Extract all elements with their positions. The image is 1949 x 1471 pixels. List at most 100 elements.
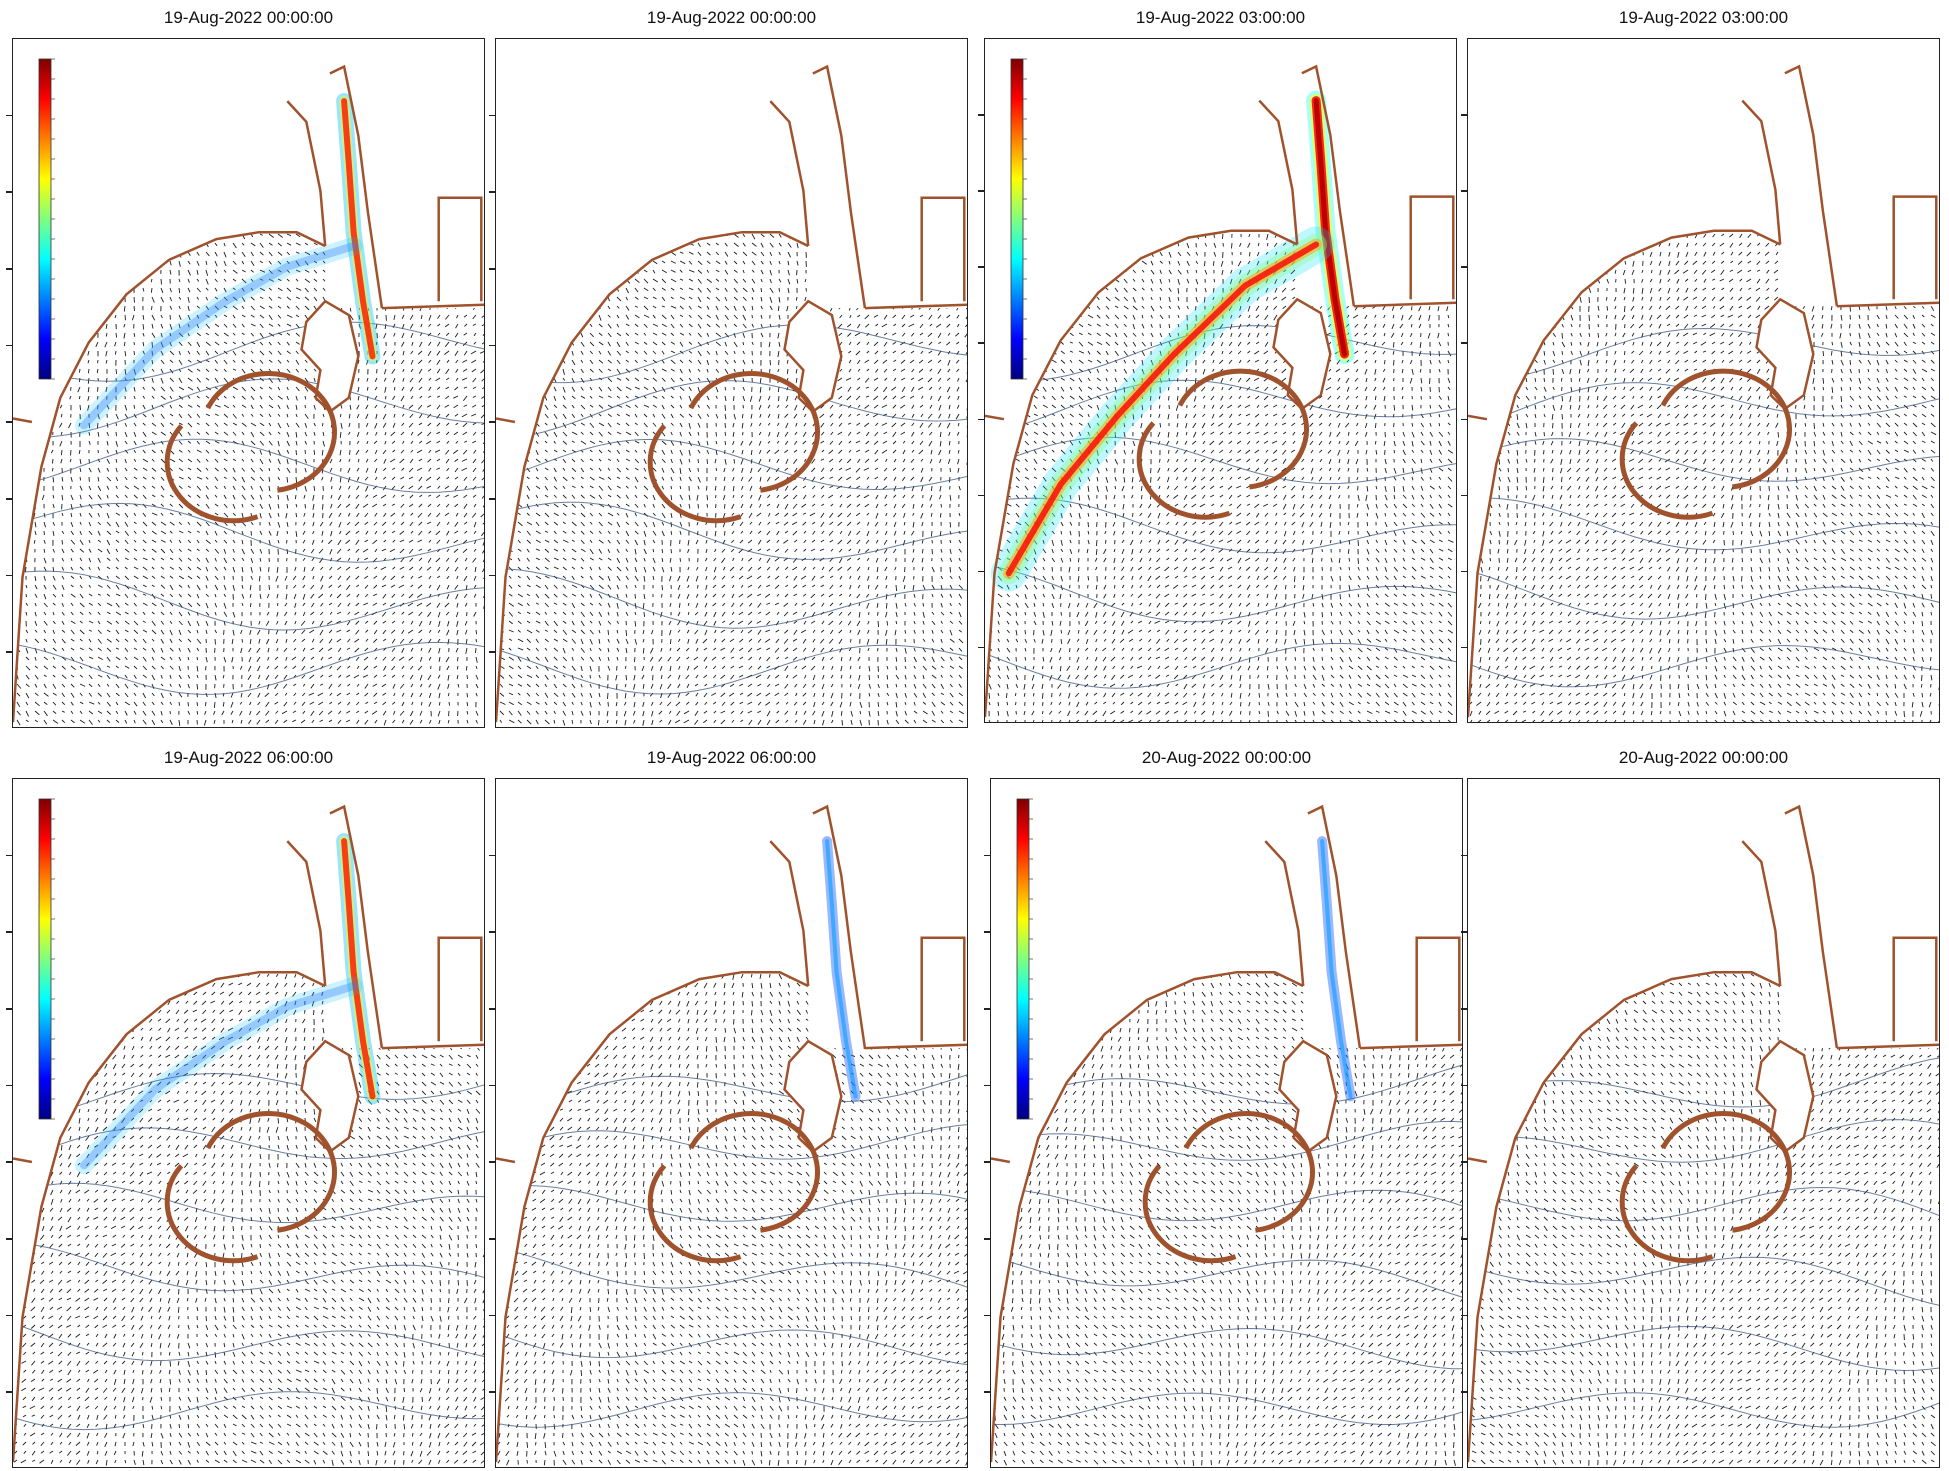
tick-mark [489, 574, 495, 577]
current-field-map [985, 58, 1456, 722]
basin-outline [437, 196, 483, 302]
tick-mark [6, 268, 12, 270]
tick-mark [978, 342, 984, 344]
tick-mark [1461, 418, 1467, 421]
coastline [496, 230, 809, 723]
panel-title: 20-Aug-2022 00:00:00 [990, 748, 1463, 768]
coastline [496, 970, 809, 1463]
tick-mark [1461, 114, 1467, 116]
jetty-east [1784, 804, 1839, 1049]
tick-mark [489, 1314, 495, 1317]
map-frame [990, 778, 1463, 1468]
coastline [13, 230, 326, 723]
coast-spur [496, 1157, 516, 1164]
jetty-west [769, 840, 810, 987]
basin-outline [1415, 936, 1461, 1042]
map-frame [1467, 38, 1940, 723]
ring-breakwater-east [1660, 368, 1792, 490]
tick-mark [6, 1314, 12, 1317]
tick-mark [1461, 1084, 1467, 1087]
basin-outline [1892, 936, 1938, 1042]
panel-title: 19-Aug-2022 06:00:00 [12, 748, 485, 768]
basin-outline [437, 936, 483, 1042]
coast-spur [496, 417, 516, 424]
axis-ticks [1461, 38, 1467, 723]
tick-mark [6, 498, 12, 500]
ring-breakwater-east [688, 1111, 820, 1233]
tick-mark [489, 1084, 495, 1087]
current-field-map [496, 804, 967, 1466]
tick-mark [1461, 1238, 1467, 1240]
tick-mark [6, 114, 12, 117]
ring-breakwater-west [1136, 421, 1231, 520]
map-frame [495, 778, 968, 1468]
jetty-west [1741, 840, 1782, 987]
jet-colorbar-icon [38, 798, 55, 1120]
ring-breakwater-west [647, 424, 742, 524]
tick-mark [984, 1314, 990, 1317]
contour-lines [13, 321, 484, 695]
contour-lines [496, 324, 967, 695]
tick-mark [6, 931, 12, 933]
velocity-plume [75, 93, 381, 435]
current-field-map [1468, 804, 1939, 1466]
tick-mark [1461, 570, 1467, 573]
tick-mark [984, 1161, 990, 1163]
axis-ticks [6, 778, 12, 1468]
basin-outline [920, 936, 966, 1042]
tick-mark [6, 854, 12, 857]
jet-colorbar-icon [1010, 58, 1027, 380]
tick-mark [978, 570, 984, 573]
axis-ticks [489, 778, 495, 1468]
axis-ticks [984, 778, 990, 1468]
velocity-plume [822, 836, 861, 1102]
ring-breakwater-west [1619, 421, 1714, 520]
tick-mark [984, 931, 990, 933]
coastline [991, 970, 1304, 1463]
coastline [985, 229, 1298, 718]
coastline-east [1353, 301, 1456, 308]
current-field-map [13, 58, 484, 726]
jetty-east [812, 804, 867, 1049]
jetty-west [1264, 840, 1305, 987]
map-frame [984, 38, 1457, 723]
coastline-east [864, 1043, 967, 1050]
axis-ticks [489, 38, 495, 728]
tick-mark [978, 266, 984, 268]
map-frame [495, 38, 968, 728]
jet-colorbar-icon [1016, 798, 1033, 1120]
vector-field [496, 233, 967, 726]
tick-mark [1461, 1008, 1467, 1010]
velocity-plume [75, 833, 381, 1175]
coastline [13, 970, 326, 1463]
vector-field [988, 233, 1456, 722]
map-panel-5: 19-Aug-2022 06:00:00 [6, 748, 485, 1468]
tick-mark [489, 1161, 495, 1163]
coastline-east [1359, 1043, 1462, 1050]
tick-mark [978, 418, 984, 421]
ring-breakwater-east [688, 371, 820, 493]
tick-mark [984, 1391, 990, 1393]
ring-breakwater-west [647, 1164, 742, 1264]
map-panel-8: 20-Aug-2022 00:00:00 [1461, 748, 1940, 1468]
tick-mark [1461, 494, 1467, 497]
coastline-east [1836, 301, 1939, 308]
ring-breakwater-west [1619, 1164, 1714, 1264]
basin-outline [920, 196, 966, 302]
coast-spur [1468, 1157, 1488, 1164]
current-field-map [496, 64, 967, 726]
contour-lines [13, 1072, 484, 1431]
ring-breakwater-west [1142, 1164, 1237, 1264]
coastline-east [1836, 1043, 1939, 1050]
panel-title: 19-Aug-2022 06:00:00 [495, 748, 968, 768]
island-outline [1278, 1039, 1338, 1154]
tick-mark [489, 1238, 495, 1240]
tick-mark [978, 646, 984, 649]
ring-breakwater-west [164, 424, 259, 524]
panel-title: 19-Aug-2022 03:00:00 [984, 8, 1457, 28]
jetty-east [329, 804, 384, 1049]
vector-field [1468, 230, 1939, 722]
tick-mark [984, 1084, 990, 1087]
tick-mark [984, 854, 990, 857]
tick-mark [6, 1084, 12, 1087]
